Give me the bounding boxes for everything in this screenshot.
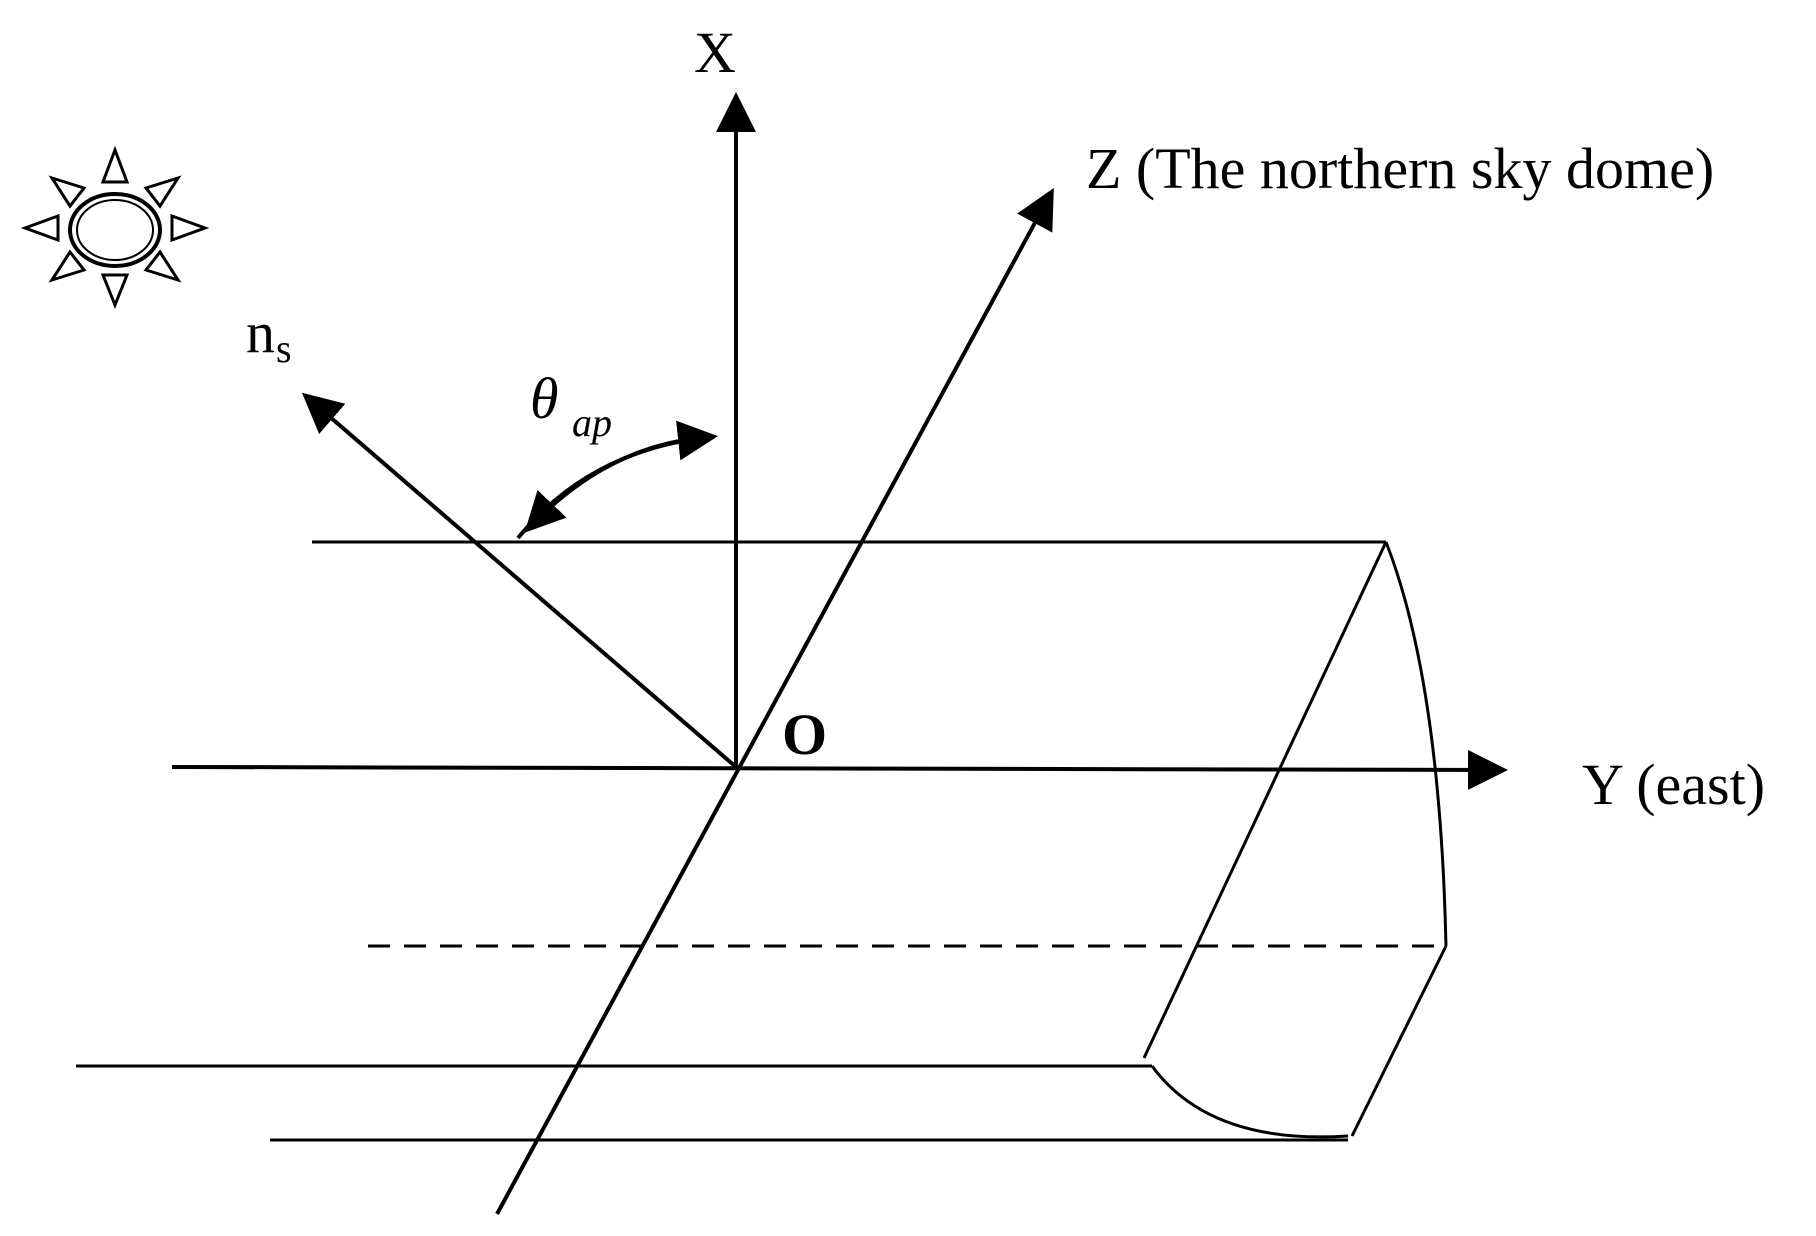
- y-axis-line: [171, 749, 1508, 790]
- sun-icon: [20, 145, 210, 310]
- y-axis-label: Y (east): [1582, 752, 1765, 817]
- svg-text:s: s: [276, 326, 292, 371]
- angle-arc-reverse: [524, 436, 701, 533]
- z-axis-label: Z (The northern sky dome): [1086, 136, 1714, 201]
- trough-outer-line: [1350, 945, 1448, 1137]
- origin-label: O: [782, 702, 827, 767]
- normal-vector: [301, 392, 738, 769]
- x-axis-label: X: [694, 20, 736, 85]
- z-axis-line: [495, 187, 1054, 1215]
- svg-text:n: n: [246, 300, 275, 365]
- angle-arc: [516, 420, 718, 540]
- svg-text:θ: θ: [530, 366, 559, 431]
- trough-bottom-curve: [1150, 1065, 1349, 1139]
- trough-inner-line: [1142, 541, 1388, 1059]
- svg-text:ap: ap: [572, 400, 612, 445]
- normal-vector-label: n s: [246, 300, 292, 371]
- angle-label: θ ap: [530, 366, 612, 445]
- trough-end-curve: [1384, 541, 1448, 947]
